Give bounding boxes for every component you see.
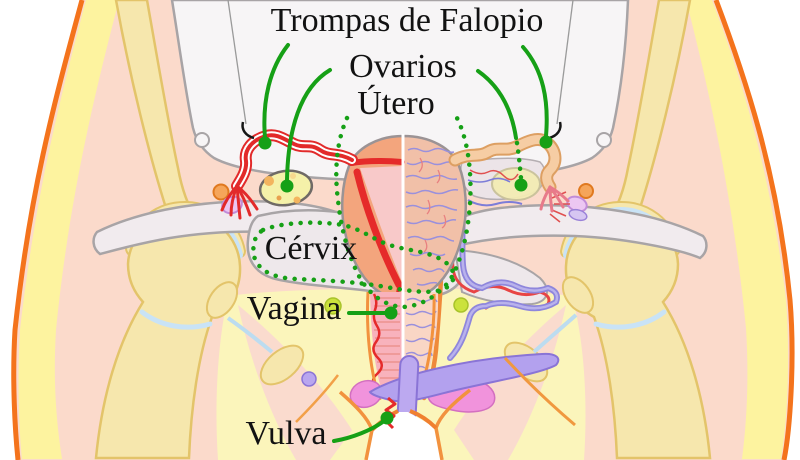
endometrium-wall [353,168,403,289]
ischial-spine-right [561,276,595,314]
pubic-bone-left [259,344,305,386]
ligament-right [532,313,578,354]
leader-ovary-left [285,68,332,182]
uterus-surface-veins [405,147,459,286]
pointer-hook-right [548,121,562,140]
femur-bone [94,211,242,460]
mesosalpinx-artery [469,169,519,181]
pointer-hook-left [241,121,255,140]
follicle [293,196,301,204]
label-vulva: Vulva [245,415,327,452]
cavity-knob-left [194,132,210,148]
dot-ovary-left [280,179,294,193]
dot-ovary-right [514,178,528,192]
label-fallopian-tubes: Trompas de Falopio [270,2,544,39]
joint-space [139,309,213,330]
artery-section-right [578,183,594,199]
fat-band-left [18,0,120,459]
label-uterus: Útero [357,85,435,122]
cervix-dotted-outline [251,220,456,295]
dotted-outlines [251,115,473,310]
thigh-wedge-left [238,305,352,460]
fat-band-right [686,0,789,459]
vagina-mucosa-line [371,293,383,392]
lymph-node-left [324,297,342,315]
label-cervix: Cérvix [264,230,358,267]
labia-inner-right [409,409,438,430]
vessel-dot [301,371,317,387]
tube-core [235,133,354,188]
body-outline-left [11,0,85,460]
leader-vulva [332,419,386,443]
pelvis-and-femur-left [94,0,247,460]
ligament-left [226,316,274,354]
mesosalpinx-vein-2 [467,199,523,207]
dot-fallopian-right [539,135,553,149]
perineal-line-right [503,356,576,427]
follicle [276,195,282,201]
fallopian-tube-right [448,133,570,213]
ischial-spine-left [205,281,239,319]
label-ovaries: Ovarios [349,48,457,85]
fallopian-tube-left [220,129,358,220]
body-outline-right [713,0,795,460]
pointer-line-left [227,0,247,125]
vessel-ring-right [568,208,588,222]
fimbriae-right [539,185,570,213]
leader-lines [262,43,549,443]
tube-fill [450,135,560,192]
artery-section-left [212,183,230,201]
follicle [264,176,274,186]
leader-ovary-right-dotted [514,140,524,181]
mesosalpinx-vein [467,177,511,183]
leader-dots [258,135,553,425]
uterus-dotted-outline [334,115,473,310]
dot-vulva [380,411,394,425]
uterus-surface-arteries [418,157,447,253]
thin-pointer-lines [227,0,574,140]
endometrium-top [348,158,405,166]
dot-fallopian-left [258,136,272,150]
perineal-line-left [295,374,339,423]
pointer-line-right [556,0,574,125]
leader-ovary-right-solid [476,69,518,140]
cavity-knob-right [596,132,612,148]
leader-fallopian-right [521,45,549,138]
uterus [341,134,467,341]
follicle [290,173,296,179]
leader-fallopian-left [262,43,290,140]
uterine-vein-highlight [448,188,559,360]
thigh-wedge-right [454,305,566,460]
lymph-node-right [453,297,469,313]
dot-vagina [384,306,398,320]
label-vagina: Vagina [246,290,342,327]
uterine-cavity [360,166,402,282]
fimbriae-left [220,184,259,220]
